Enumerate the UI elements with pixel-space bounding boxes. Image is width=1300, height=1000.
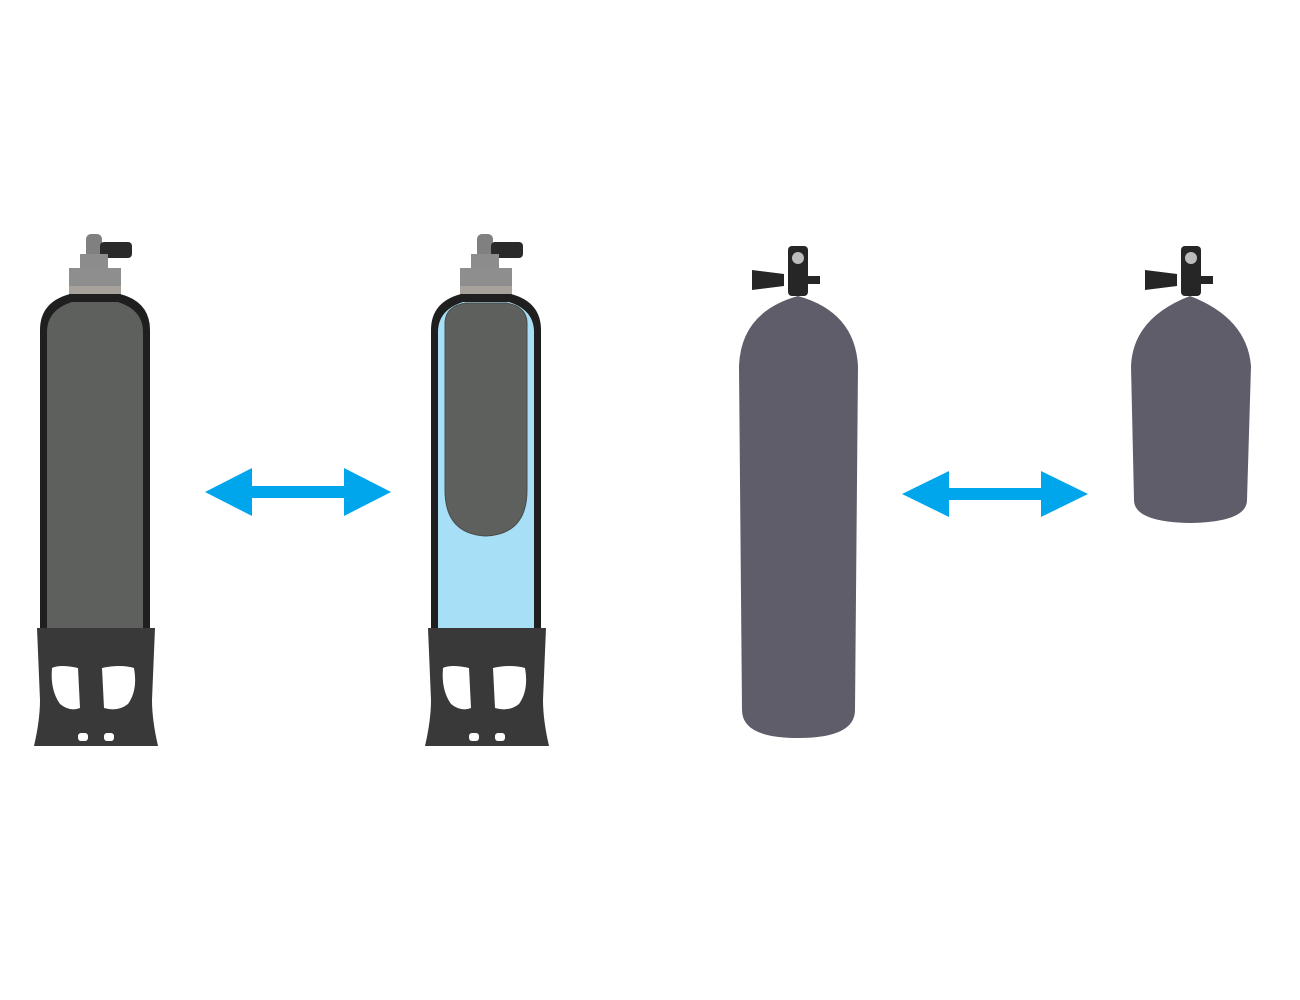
cylinder-valve-icon (1145, 246, 1213, 296)
gas-volume (444, 302, 528, 537)
tank-with-water-displacement (425, 234, 549, 746)
cylinder-body (1131, 296, 1251, 523)
short-plain-tank (1131, 246, 1251, 523)
full-length-tank (34, 234, 158, 746)
cylinder-valve-icon (752, 246, 820, 296)
right-double-arrow (902, 471, 1088, 517)
tall-plain-tank (739, 246, 858, 738)
double-headed-arrow-icon (902, 471, 1088, 517)
left-double-arrow (205, 468, 391, 516)
cylinder-body (739, 296, 858, 738)
double-headed-arrow-icon (205, 468, 391, 516)
tank-boot-icon (34, 628, 158, 746)
tank-valve-icon (69, 234, 132, 296)
tank-body-fill (47, 302, 143, 640)
tank-boot-icon (425, 628, 549, 746)
tank-valve-icon (460, 234, 523, 296)
